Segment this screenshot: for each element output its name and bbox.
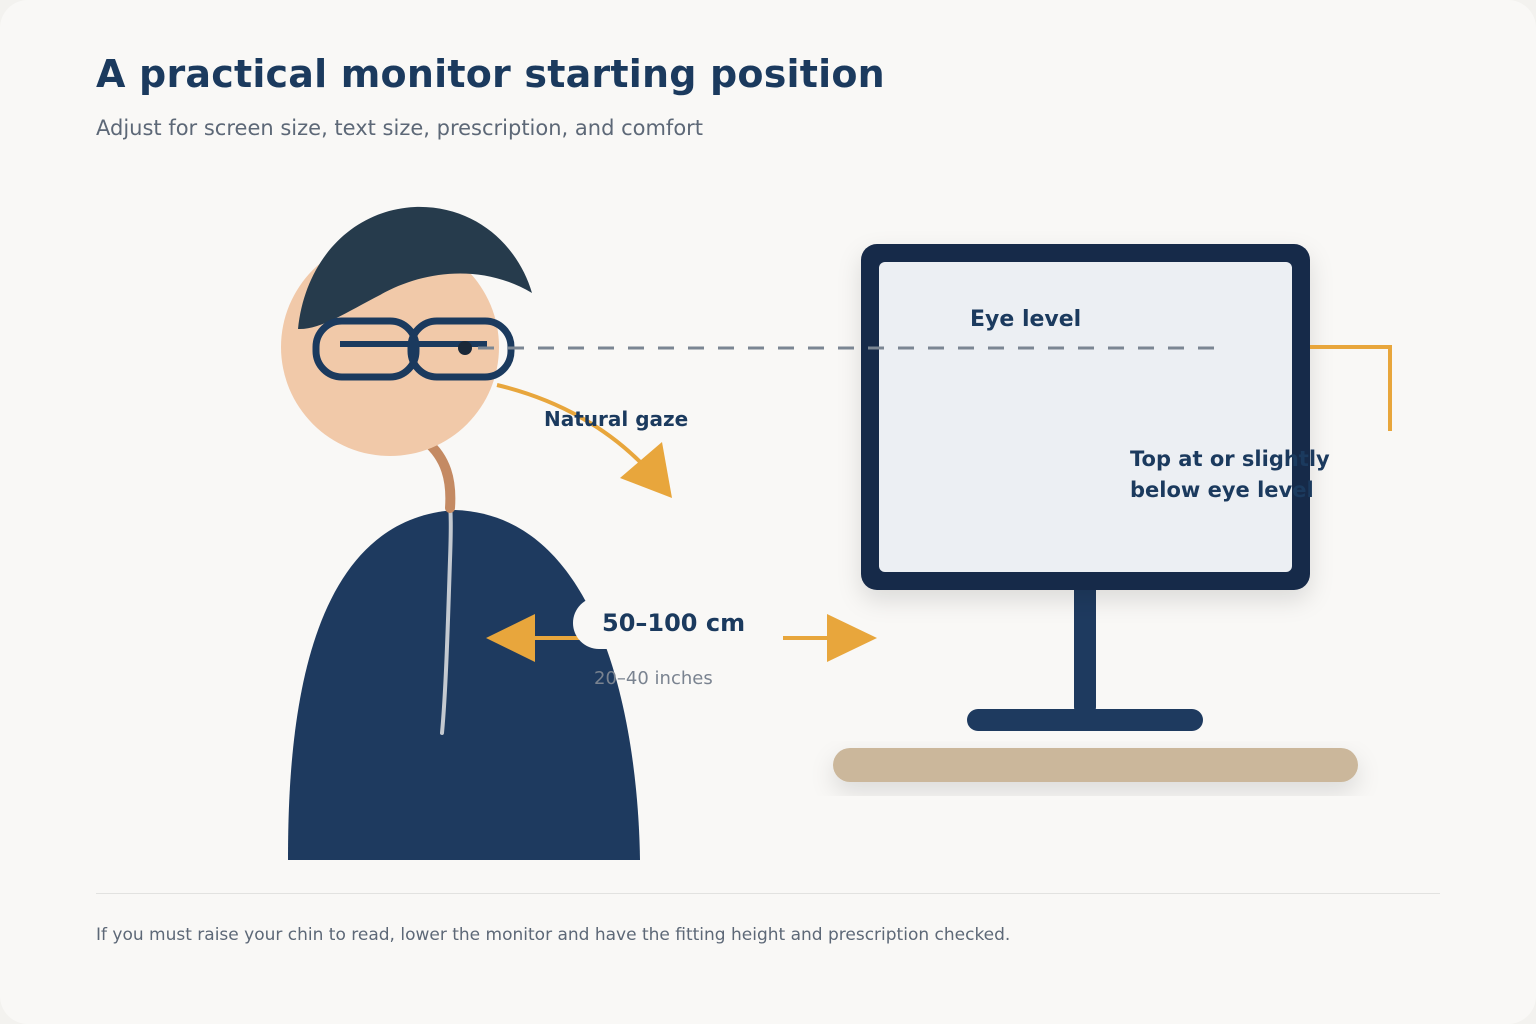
neck-cord bbox=[421, 436, 456, 513]
person-hair bbox=[298, 206, 532, 330]
monitor-stand-base bbox=[967, 709, 1203, 731]
monitor-top-marker bbox=[1310, 345, 1392, 431]
footer-divider bbox=[96, 893, 1440, 894]
eye bbox=[458, 341, 472, 355]
page-subtitle: Adjust for screen size, text size, presc… bbox=[96, 116, 704, 140]
footer-note: If you must raise your chin to read, low… bbox=[96, 925, 1011, 945]
top-of-screen-label-line1: Top at or slightly bbox=[1130, 447, 1330, 471]
top-of-screen-label-line2: below eye level bbox=[1130, 478, 1314, 502]
glasses-lens-left bbox=[312, 317, 420, 381]
desk bbox=[833, 748, 1358, 782]
arrow-down-right-icon bbox=[496, 383, 672, 498]
eye-level-label: Eye level bbox=[970, 307, 1081, 332]
distance-inches-label: 20–40 inches bbox=[594, 668, 713, 689]
distance-cm-label: 50–100 cm bbox=[602, 609, 745, 637]
monitor-screen bbox=[879, 262, 1292, 572]
person-body bbox=[288, 510, 640, 860]
natural-gaze-label: Natural gaze bbox=[544, 407, 688, 431]
monitor-stand-neck bbox=[1074, 580, 1096, 715]
distance-label-bg bbox=[573, 597, 758, 649]
page-title: A practical monitor starting position bbox=[96, 52, 885, 96]
